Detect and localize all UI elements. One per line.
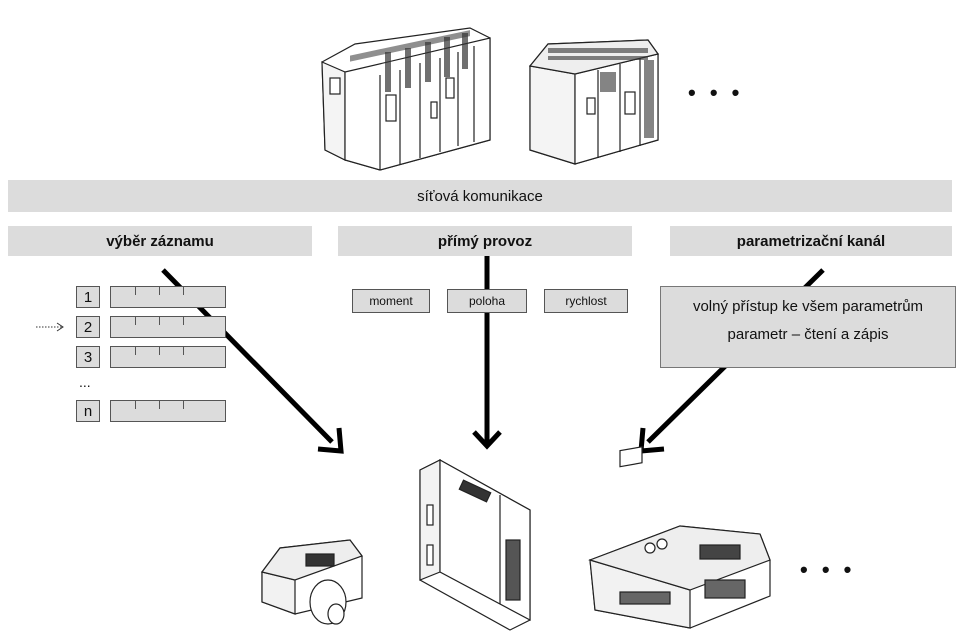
record-bar-n <box>110 400 226 422</box>
record-selection-label: výběr záznamu <box>106 232 214 250</box>
record-number-n: n <box>76 400 100 422</box>
param-channel-box: volný přístup ke všem parametrům paramet… <box>660 286 956 368</box>
records-ellipsis: ... <box>79 374 91 390</box>
record-bar-1 <box>110 286 226 308</box>
more-devices-top-ellipsis: • • • <box>688 80 744 105</box>
record-selection-arrowhead <box>317 427 344 454</box>
network-communication-label: síťová komunikace <box>417 187 543 205</box>
more-devices-bottom-ellipsis: • • • <box>800 557 856 582</box>
record-number-3: 3 <box>76 346 100 368</box>
record-number-1: 1 <box>76 286 100 308</box>
record-bar-3 <box>110 346 226 368</box>
param-channel-arrowhead <box>638 427 665 454</box>
param-channel-line2: parametr – čtení a zápis <box>727 326 889 343</box>
param-channel-header: parametrizační kanál <box>670 226 952 256</box>
record-number-2: 2 <box>76 316 100 338</box>
param-channel-line1: volný přístup ke všem parametrům <box>692 298 924 315</box>
direct-mode-header: přímý provoz <box>338 226 632 256</box>
network-communication-bar: síťová komunikace <box>8 180 952 212</box>
direct-mode-arrowhead <box>472 430 502 450</box>
param-channel-label: parametrizační kanál <box>736 232 886 250</box>
direct-mode-moment-box: moment <box>352 289 430 313</box>
record-bar-2 <box>110 316 226 338</box>
record-selection-header: výběr záznamu <box>8 226 312 256</box>
direct-mode-label: přímý provoz <box>437 232 533 250</box>
direct-mode-speed-box: rychlost <box>544 289 628 313</box>
direct-mode-position-box: poloha <box>447 289 527 313</box>
